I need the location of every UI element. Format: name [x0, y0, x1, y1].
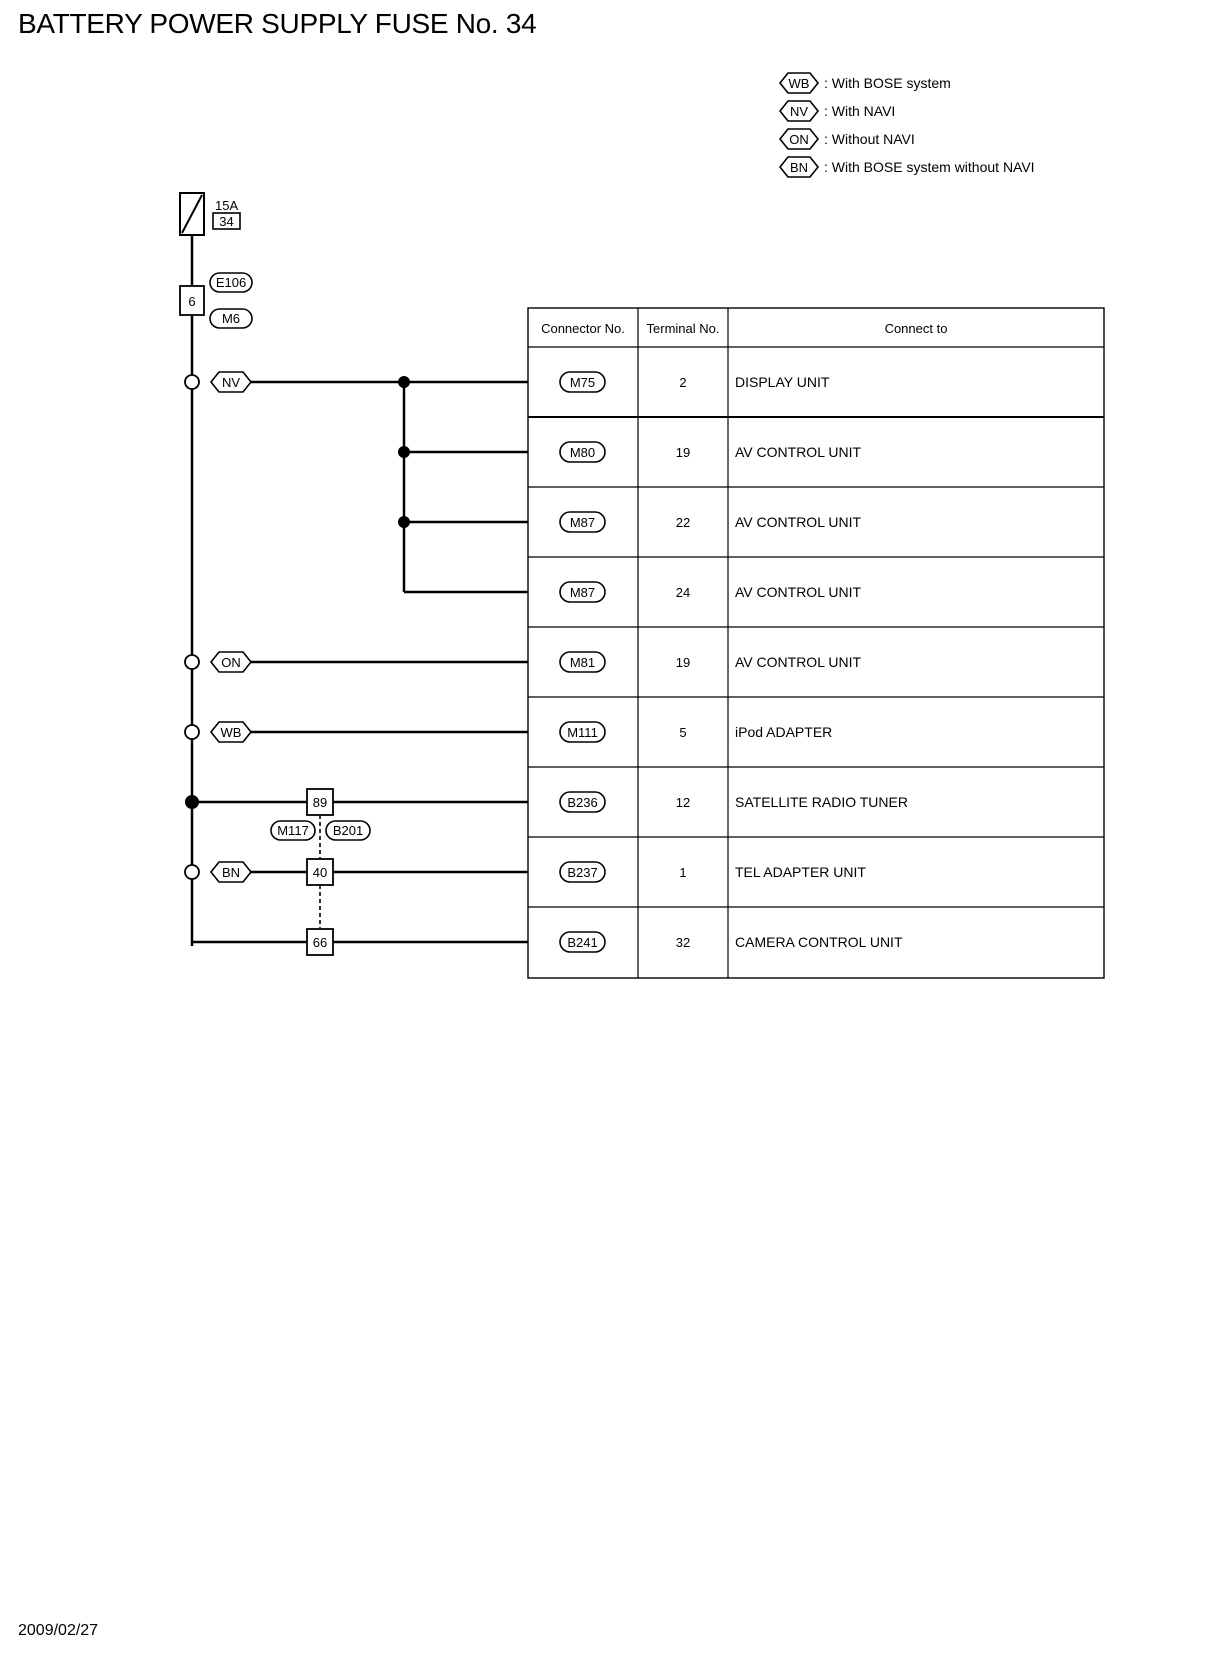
row-terminal: 19 — [676, 445, 690, 460]
row-connect-to: CAMERA CONTROL UNIT — [735, 934, 903, 950]
row-connector: B236 — [567, 795, 597, 810]
fuse-amperage: 15A — [215, 198, 238, 213]
row-connector: M87 — [570, 515, 595, 530]
row-terminal: 1 — [679, 865, 686, 880]
row-connect-to: SATELLITE RADIO TUNER — [735, 794, 908, 810]
row-connector: B241 — [567, 935, 597, 950]
legend-text: : With BOSE system — [824, 75, 951, 91]
row-connect-to: AV CONTROL UNIT — [735, 584, 861, 600]
table-row: M111 5 iPod ADAPTER — [559, 721, 832, 743]
legend-code: NV — [790, 104, 808, 119]
row-terminal: 32 — [676, 935, 690, 950]
row-connect-to: iPod ADAPTER — [735, 724, 832, 740]
branch-bn: BN — [184, 861, 528, 883]
branch-satellite — [185, 795, 528, 809]
row-connect-to: AV CONTROL UNIT — [735, 444, 861, 460]
branch-on: ON — [184, 651, 528, 673]
legend-text: : Without NAVI — [824, 131, 915, 147]
legend-item-bn: BN : With BOSE system without NAVI — [778, 156, 1035, 178]
row-terminal: 22 — [676, 515, 690, 530]
connector-table: Connector No. Terminal No. Connect to M7… — [527, 307, 1105, 979]
joint-terminal-66: 66 — [313, 935, 327, 950]
row-connector: M87 — [570, 585, 595, 600]
header-connect-to: Connect to — [885, 321, 948, 336]
main-connector: 6 E106 M6 — [179, 272, 253, 329]
row-terminal: 24 — [676, 585, 690, 600]
table-row: M75 2 DISPLAY UNIT — [559, 371, 830, 393]
connector-e106: E106 — [216, 275, 246, 290]
legend-item-wb: WB : With BOSE system — [778, 72, 951, 94]
row-connector: M81 — [570, 655, 595, 670]
tag-bn: BN — [222, 865, 240, 880]
table-row: M87 22 AV CONTROL UNIT — [559, 511, 861, 533]
tag-wb: WB — [221, 725, 242, 740]
table-row: B236 12 SATELLITE RADIO TUNER — [559, 791, 908, 813]
date-footer: 2009/02/27 — [18, 1622, 99, 1639]
row-terminal: 5 — [679, 725, 686, 740]
row-connect-to: TEL ADAPTER UNIT — [735, 864, 866, 880]
tag-on: ON — [221, 655, 241, 670]
connector-m6: M6 — [222, 311, 240, 326]
row-connector: M111 — [567, 725, 598, 740]
legend-text: : With BOSE system without NAVI — [824, 159, 1035, 175]
row-connector: M75 — [570, 375, 595, 390]
legend-code: BN — [790, 160, 808, 175]
row-connector: M80 — [570, 445, 595, 460]
table-row: M87 24 AV CONTROL UNIT — [559, 581, 861, 603]
branch-nv: NV — [184, 371, 528, 594]
joint-terminal-40: 40 — [313, 865, 327, 880]
header-connector-no: Connector No. — [541, 321, 625, 336]
table-row: M81 19 AV CONTROL UNIT — [559, 651, 861, 673]
row-connect-to: AV CONTROL UNIT — [735, 514, 861, 530]
table-row: M80 19 AV CONTROL UNIT — [559, 441, 861, 463]
row-terminal: 19 — [676, 655, 690, 670]
tag-nv: NV — [222, 375, 240, 390]
row-connect-to: DISPLAY UNIT — [735, 374, 830, 390]
fuse: 15A 34 — [179, 192, 241, 236]
legend-text: : With NAVI — [824, 103, 895, 119]
joint-terminal-89: 89 — [313, 795, 327, 810]
connector-m117: M117 — [277, 823, 309, 838]
row-terminal: 2 — [679, 375, 686, 390]
legend-item-on: ON : Without NAVI — [778, 128, 915, 150]
header-terminal-no: Terminal No. — [647, 321, 720, 336]
branch-wb: WB — [184, 721, 528, 743]
legend-item-nv: NV : With NAVI — [778, 100, 895, 122]
legend-code: WB — [789, 76, 810, 91]
page-title: BATTERY POWER SUPPLY FUSE No. 34 — [18, 8, 537, 39]
row-connect-to: AV CONTROL UNIT — [735, 654, 861, 670]
main-terminal: 6 — [188, 294, 195, 309]
legend: WB : With BOSE system NV : With NAVI ON … — [778, 72, 1035, 178]
table-row: B241 32 CAMERA CONTROL UNIT — [559, 931, 903, 953]
table-row: B237 1 TEL ADAPTER UNIT — [559, 861, 866, 883]
legend-code: ON — [789, 132, 809, 147]
fuse-number: 34 — [219, 214, 233, 229]
joint-connector: 89 40 66 M117 B201 — [270, 788, 371, 956]
connector-b201: B201 — [333, 823, 363, 838]
row-terminal: 12 — [676, 795, 690, 810]
row-connector: B237 — [567, 865, 597, 880]
